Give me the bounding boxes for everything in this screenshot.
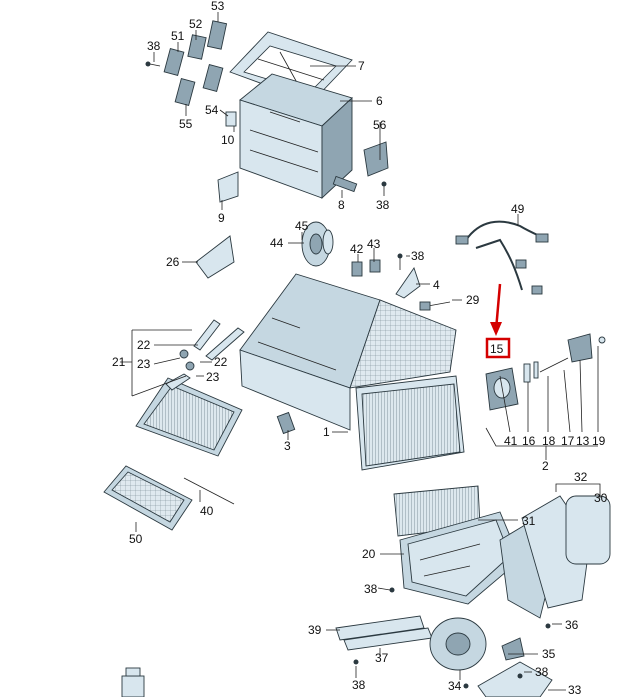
callout-4: 4 [433,278,440,292]
callout-52: 52 [189,17,203,31]
callout-33: 33 [568,683,582,697]
callout-56: 56 [373,118,387,132]
top-housing-assembly [145,20,389,203]
callout-9: 9 [218,211,225,225]
callout-23: 23 [206,370,220,384]
callout-49: 49 [511,202,525,216]
callout-30: 30 [594,491,608,505]
callout-34: 34 [448,679,462,693]
callout-13: 13 [576,434,590,448]
callout-6: 6 [376,94,383,108]
leader-lines [120,12,601,691]
middle-housing-assembly [135,220,606,471]
lower-housing-assembly [335,485,611,697]
callout-22: 22 [214,355,228,369]
callout-20: 20 [362,547,376,561]
callout-29: 29 [466,293,480,307]
callout-1: 1 [323,425,330,439]
callout-38: 38 [364,582,378,596]
callout-31: 31 [522,514,536,528]
callout-22: 22 [137,338,151,352]
callout-38: 38 [535,665,549,679]
callout-41: 41 [504,434,518,448]
callout-17: 17 [561,434,575,448]
callout-36: 36 [565,618,579,632]
callout-42: 42 [350,242,364,256]
callout-38: 38 [147,39,161,53]
callout-51: 51 [171,29,185,43]
highlight-box [485,337,511,359]
highlight-arrow [490,283,502,336]
callout-10: 10 [221,133,235,147]
callout-50: 50 [129,532,143,546]
callout-45: 45 [295,219,309,233]
callout-19: 19 [592,434,606,448]
callout-38: 38 [411,249,425,263]
callout-39: 39 [308,623,322,637]
callout-16: 16 [522,434,536,448]
callout-55: 55 [179,117,193,131]
callout-35: 35 [542,647,556,661]
callout-32: 32 [574,470,588,484]
callout-26: 26 [166,255,180,269]
lower-left-parts [103,465,235,697]
callout-44: 44 [270,236,284,250]
callout-18: 18 [542,434,556,448]
callout-8: 8 [338,198,345,212]
callout-15: 15 [490,342,504,356]
callout-38: 38 [376,198,390,212]
callout-3: 3 [284,439,291,453]
callout-43: 43 [367,237,381,251]
callout-38: 38 [352,678,366,692]
callout-40: 40 [200,504,214,518]
callout-53: 53 [211,0,225,13]
callout-23: 23 [137,357,151,371]
callout-54: 54 [205,103,219,117]
callout-37: 37 [375,651,389,665]
callout-2: 2 [542,459,549,473]
callout-7: 7 [358,59,365,73]
callout-21: 21 [112,355,126,369]
callout-labels: 53 52 51 38 7 6 54 55 10 56 9 8 38 49 45… [112,0,608,697]
